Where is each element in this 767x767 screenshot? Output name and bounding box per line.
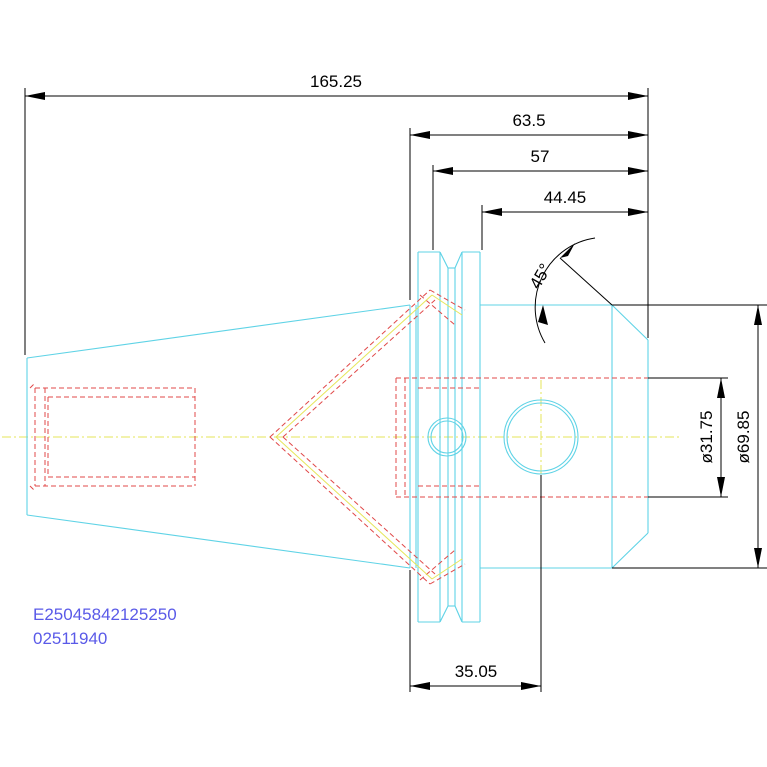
dim-flange-inner-label: 57 (531, 147, 550, 166)
dimension-outer-diameter: ø69.85 (612, 304, 767, 569)
hidden-lines (29, 289, 648, 585)
dimension-hole-offset: 35.05 (409, 475, 542, 692)
cone-centerlines (275, 294, 463, 580)
dimension-flange-inner: 57 (432, 147, 648, 250)
dim-overall-length-label: 165.25 (310, 72, 362, 91)
part-reference: E25045842125250 02511940 (33, 605, 177, 648)
flange-outline (417, 251, 481, 623)
dimension-flange-length: 63.5 (409, 111, 648, 300)
cross-holes (427, 399, 579, 475)
dimension-angle: 45° (526, 237, 613, 344)
dim-angle-label: 45° (526, 260, 555, 292)
dim-flange-length-label: 63.5 (512, 111, 545, 130)
body-outline (480, 304, 649, 569)
part-code: E25045842125250 (33, 605, 177, 624)
dimension-flange-short: 44.45 (481, 188, 648, 250)
dim-hole-offset-label: 35.05 (455, 662, 498, 681)
dim-outer-diameter-label: ø69.85 (734, 411, 753, 464)
part-number: 02511940 (33, 629, 107, 648)
taper-shank-outline (26, 304, 417, 569)
dimension-bore-diameter: ø31.75 (648, 377, 728, 498)
centerlines (2, 380, 680, 495)
dim-flange-short-label: 44.45 (544, 188, 587, 207)
dimension-overall-length: 165.25 (24, 72, 649, 355)
dim-bore-diameter-label: ø31.75 (697, 411, 716, 464)
